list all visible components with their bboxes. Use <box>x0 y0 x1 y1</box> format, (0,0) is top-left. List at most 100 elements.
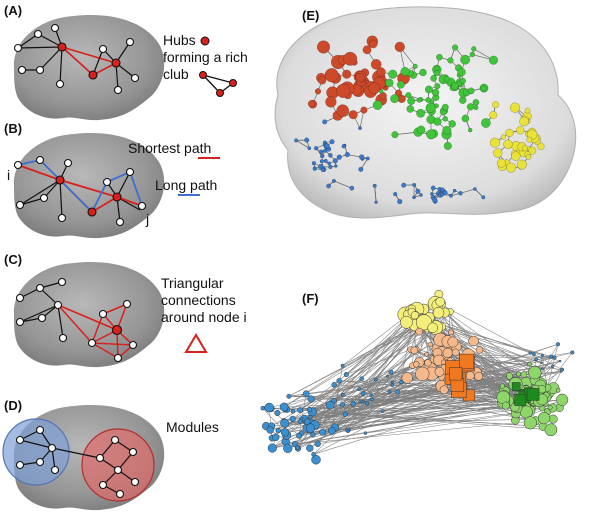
node-f <box>544 423 558 437</box>
node-f <box>331 397 337 404</box>
node-f <box>390 380 394 384</box>
node-e <box>307 100 316 108</box>
node-e <box>439 187 445 193</box>
node-f <box>380 409 385 413</box>
node-e <box>505 128 514 138</box>
node-f <box>311 452 316 457</box>
node-e <box>358 126 362 131</box>
node-e <box>521 145 528 152</box>
node-f <box>340 392 345 397</box>
node-e <box>457 67 466 77</box>
node-e <box>406 105 415 113</box>
node-f <box>280 418 290 428</box>
panel-label-d: (D) <box>4 398 22 413</box>
panel-e: (E) <box>274 6 577 219</box>
nodes-b <box>13 155 147 227</box>
edge-f <box>286 409 543 427</box>
panel-f: (F) <box>260 289 575 465</box>
node-e <box>401 182 407 188</box>
panel-c: (C) <box>4 252 247 368</box>
node-f <box>291 441 299 448</box>
edge-f <box>479 349 530 365</box>
nodes-e <box>294 35 545 205</box>
node-f <box>496 390 511 405</box>
node-e <box>342 69 352 79</box>
node-f <box>427 322 438 334</box>
node-f <box>359 376 364 381</box>
node-f <box>369 393 373 397</box>
node-e <box>322 140 327 145</box>
hubs-text-line1: Hubs <box>163 32 196 48</box>
triangle-legend-icon <box>184 333 208 353</box>
node-f <box>410 311 419 320</box>
node-f <box>364 400 370 406</box>
edge-f <box>459 379 517 387</box>
node-e <box>349 185 355 191</box>
node-e <box>336 104 350 118</box>
node-e <box>372 183 377 188</box>
node-f <box>340 363 345 368</box>
shortest-path-text: Shortest path <box>128 140 211 156</box>
node-e <box>436 53 443 61</box>
node-e <box>397 198 403 205</box>
node-e <box>434 83 441 90</box>
node-f <box>424 359 432 367</box>
node-e <box>358 154 365 160</box>
node-f <box>358 399 362 404</box>
node-f <box>331 382 337 388</box>
node-f <box>570 350 575 355</box>
node-e <box>326 183 332 189</box>
node-e <box>526 136 533 143</box>
modules-text: Modules <box>166 419 219 435</box>
node-f <box>308 414 313 420</box>
node-e <box>368 82 381 95</box>
node-e <box>467 127 473 133</box>
node-f <box>306 406 313 413</box>
node-f <box>505 372 514 380</box>
nodes-c <box>15 277 138 363</box>
triangular-text-line3: around node i <box>161 309 247 325</box>
node-e <box>488 55 499 65</box>
triangular-text-line2: connections <box>161 292 236 308</box>
node-f <box>415 366 430 381</box>
node-f <box>475 346 484 354</box>
node-f <box>264 402 274 413</box>
node-f <box>279 402 289 412</box>
node-f <box>410 346 419 355</box>
node-f <box>439 385 449 395</box>
edge-f <box>365 404 516 434</box>
edge-f <box>262 408 286 433</box>
node-f <box>555 342 561 347</box>
node-f <box>390 383 395 387</box>
node-f <box>314 440 321 448</box>
node-f <box>399 379 404 385</box>
node-e <box>334 164 338 168</box>
node-e <box>448 120 456 128</box>
node-f <box>363 431 368 435</box>
node-f <box>307 395 315 403</box>
edge-f <box>301 430 332 434</box>
node-f <box>537 411 551 425</box>
node-e <box>447 57 454 64</box>
node-f <box>267 443 277 453</box>
node-e <box>365 156 370 161</box>
node-e <box>400 66 410 77</box>
node-f <box>395 389 401 395</box>
node-e <box>448 193 454 198</box>
edge-f <box>304 376 444 420</box>
node-e <box>430 185 436 191</box>
node-e <box>459 96 467 104</box>
node-f <box>526 388 540 401</box>
node-f <box>289 415 296 423</box>
node-e <box>294 138 299 143</box>
triangular-text-line1: Triangular <box>161 275 224 291</box>
node-e <box>336 154 342 160</box>
node-e <box>307 146 312 151</box>
node-e <box>416 108 426 118</box>
node-f <box>271 433 280 442</box>
node-e <box>314 88 322 95</box>
node-e <box>503 139 513 150</box>
node-e <box>461 114 470 123</box>
node-e <box>416 97 422 103</box>
node-e <box>416 125 426 135</box>
